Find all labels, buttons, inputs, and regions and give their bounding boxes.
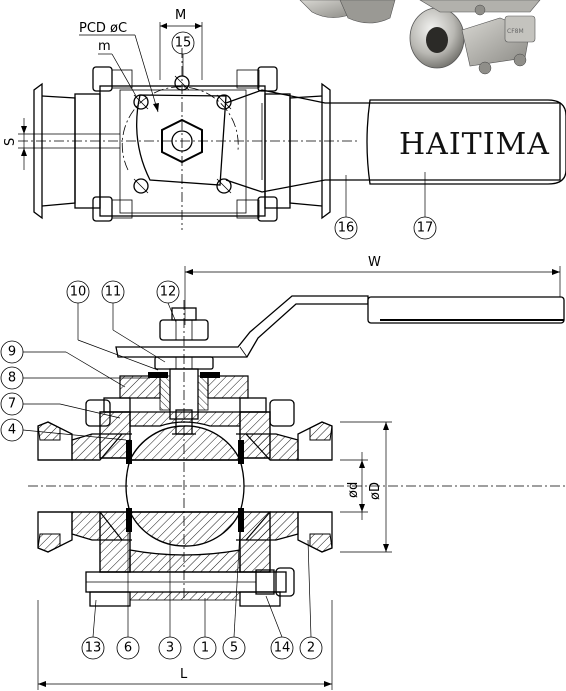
dim-d: ød [346, 482, 361, 498]
dim-s: S [3, 138, 18, 146]
svg-text:13: 13 [85, 641, 102, 656]
svg-text:2: 2 [307, 641, 315, 656]
section-view: W [0, 255, 566, 690]
svg-text:11: 11 [105, 285, 122, 300]
svg-text:4: 4 [8, 423, 16, 438]
callout-4: 4 [0, 418, 127, 442]
callout-6: 6 [116, 530, 140, 660]
callout-13: 13 [81, 599, 105, 660]
callout-8: 8 [0, 366, 150, 390]
callout-17: 17 [413, 172, 437, 240]
svg-text:7: 7 [8, 397, 16, 412]
dim-l: L [180, 667, 188, 682]
callout-15: 15 [171, 31, 195, 76]
svg-text:14: 14 [274, 641, 291, 656]
svg-text:9: 9 [8, 345, 16, 360]
top-view: S M PCD øC m HAITIMA 15 16 17 [3, 8, 566, 240]
valve-photo: CF8M [299, 0, 541, 75]
callout-9: 9 [0, 340, 126, 388]
svg-text:12: 12 [160, 285, 177, 300]
svg-text:6: 6 [124, 641, 132, 656]
svg-text:8: 8 [8, 371, 16, 386]
svg-text:3: 3 [166, 641, 174, 656]
callout-14: 14 [265, 595, 294, 660]
callout-7: 7 [0, 392, 121, 419]
svg-text:15: 15 [175, 36, 192, 51]
callout-3: 3 [158, 540, 182, 660]
photo-stamp: CF8M [507, 28, 524, 35]
dim-m: M [175, 8, 186, 23]
brand-logo: HAITIMA [399, 127, 550, 162]
dim-pcd: PCD øC [79, 21, 127, 36]
callout-1: 1 [193, 598, 217, 660]
dim-big-d: øD [368, 482, 383, 500]
svg-text:5: 5 [230, 641, 238, 656]
svg-text:10: 10 [70, 285, 87, 300]
svg-text:1: 1 [201, 641, 209, 656]
svg-text:17: 17 [417, 221, 434, 236]
dim-w: W [368, 255, 381, 270]
dim-m-small: m [98, 39, 111, 54]
svg-text:16: 16 [338, 221, 355, 236]
callout-2: 2 [299, 539, 323, 660]
callout-16: 16 [334, 175, 358, 240]
callout-5: 5 [222, 529, 246, 660]
callout-12: 12 [156, 280, 180, 323]
callout-11: 11 [101, 280, 166, 363]
callout-10: 10 [66, 280, 159, 371]
